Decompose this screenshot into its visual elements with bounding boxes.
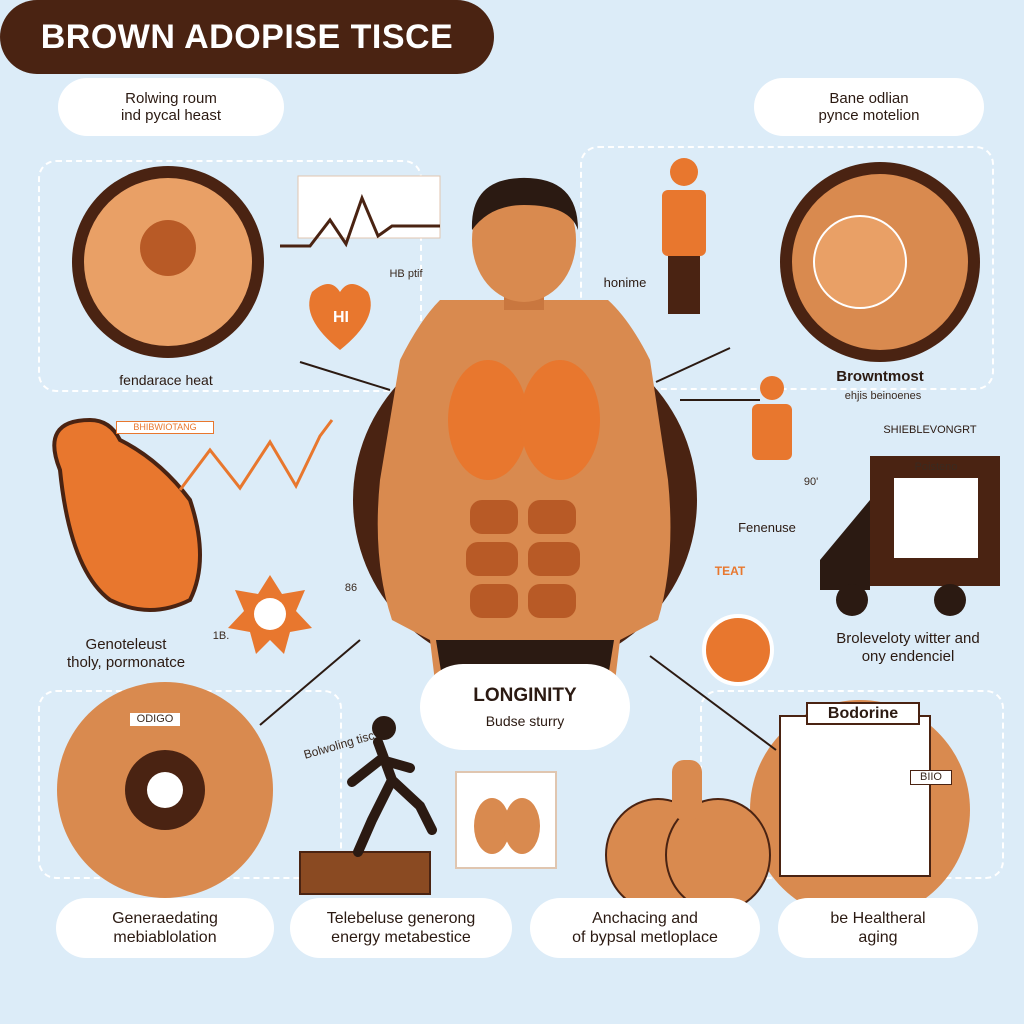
- lung-left: [448, 360, 528, 480]
- hair-shape: [471, 177, 578, 230]
- teat-label: TEAT: [714, 564, 746, 578]
- person-body-mid: [752, 404, 792, 460]
- hi-heart-shape: [309, 284, 371, 350]
- frame-top-left: [38, 160, 422, 392]
- broke-velory-line2: ony endenciel: [861, 648, 955, 665]
- flower-core: [254, 598, 286, 630]
- num-86-label: 86: [344, 582, 358, 594]
- honime-label: honime: [603, 275, 647, 290]
- truck-screen: [894, 478, 978, 558]
- runner-figure: [347, 737, 437, 857]
- person-head-mid: [760, 376, 784, 400]
- wave-top: [280, 193, 440, 248]
- center-subtitle: Budse sturry: [485, 713, 565, 729]
- fenenise-label: Fenenuse: [738, 520, 796, 535]
- boxed-tag-label: BHIBWIOTANG: [116, 421, 214, 434]
- top-right-line1: Bane odlian: [829, 90, 909, 107]
- biio-label: BIIO: [910, 770, 952, 786]
- frame-top-right: [580, 146, 994, 390]
- pointgo-label: Poisteno: [914, 461, 958, 473]
- center-title: LONGINITY: [473, 685, 577, 706]
- footer-item-1-line2: mebiablolation: [113, 929, 217, 946]
- cell-top-right: [813, 215, 907, 309]
- genote-label: Genoteleust tholy, pormonatce: [26, 636, 226, 672]
- footer-item-2: Telebeluse generong energy metabestice: [290, 898, 512, 958]
- top-right-line2: pynce motelion: [818, 107, 920, 124]
- lung-right: [520, 360, 600, 480]
- footer-item-3: Anchacing and of bypsal metloplace: [530, 898, 760, 958]
- hi-heart-label: HI: [333, 309, 349, 326]
- footer-item-4-line1: be Healtheral: [830, 909, 926, 927]
- abs-group: [466, 500, 580, 618]
- hb-ptif-label: HB ptif: [389, 268, 423, 280]
- top-left-caption: Rolwing roum ind pycal heast: [58, 78, 284, 136]
- person-head-top: [670, 158, 698, 186]
- bodorine-label: Bodorine: [806, 702, 920, 726]
- wave-mid: [178, 419, 334, 491]
- brownt-most-label: Browntmost: [836, 368, 924, 385]
- fendarace-heat-label: fendarace heat: [119, 372, 213, 388]
- shieb-label: SHIEBLEVONGRT: [883, 424, 977, 436]
- odigo-label: ODIGO: [130, 713, 180, 727]
- torso-shape: [377, 300, 671, 690]
- title-banner: BROWN ADOPISE TISCE: [0, 0, 494, 74]
- genote-line1: Genoteleust: [85, 636, 167, 653]
- report-sheet: [779, 715, 931, 877]
- broke-velory-label: Broleveloty witter and ony endenciel: [796, 630, 1020, 666]
- footer-item-2-line1: Telebeluse generong: [326, 909, 476, 927]
- bricks: [299, 851, 431, 895]
- top-right-caption: Bane odlian pynce motelion: [754, 78, 984, 136]
- truck-cab: [820, 500, 870, 590]
- genote-line2: tholy, pormonatce: [66, 654, 186, 671]
- top-left-line2: ind pycal heast: [120, 107, 222, 124]
- panel-lung-right: [504, 798, 540, 854]
- footer-item-1-line1: Generaedating: [112, 909, 218, 927]
- footer-item-1: Generaedating mebiablolation: [56, 898, 274, 958]
- footer-item-3-line2: of bypsal metloplace: [572, 929, 718, 946]
- person-body-top: [662, 190, 706, 256]
- tissue-core-top-left: [140, 220, 196, 276]
- brownt-sub-label: ehjis beinoenes: [844, 390, 922, 402]
- num-1b-label: 1B.: [212, 630, 230, 642]
- runner-head: [372, 716, 396, 740]
- heart-organ: [52, 417, 202, 612]
- organ-stem: [672, 760, 702, 820]
- connector-arrows: [259, 347, 777, 751]
- footer-item-4-line2: aging: [858, 929, 898, 946]
- person-legs-top: [668, 256, 700, 314]
- graph-panel: [297, 175, 441, 239]
- orange-dial: [702, 614, 774, 686]
- chart-core-bottom-left: [147, 772, 183, 808]
- footer-item-4: be Healtheral aging: [778, 898, 978, 958]
- ninety-label: 90': [803, 476, 819, 488]
- truck-wheel-1: [836, 584, 868, 616]
- center-badge: LONGINITY Budse sturry: [420, 664, 630, 750]
- footer-item-3-line1: Anchacing and: [592, 909, 698, 927]
- top-left-line1: Rolwing roum: [125, 90, 217, 107]
- panel-lung-left: [474, 798, 510, 854]
- footer-item-2-line2: energy metabestice: [331, 929, 471, 946]
- truck-wheel-2: [934, 584, 966, 616]
- broke-velory-line1: Broleveloty witter and: [836, 630, 980, 647]
